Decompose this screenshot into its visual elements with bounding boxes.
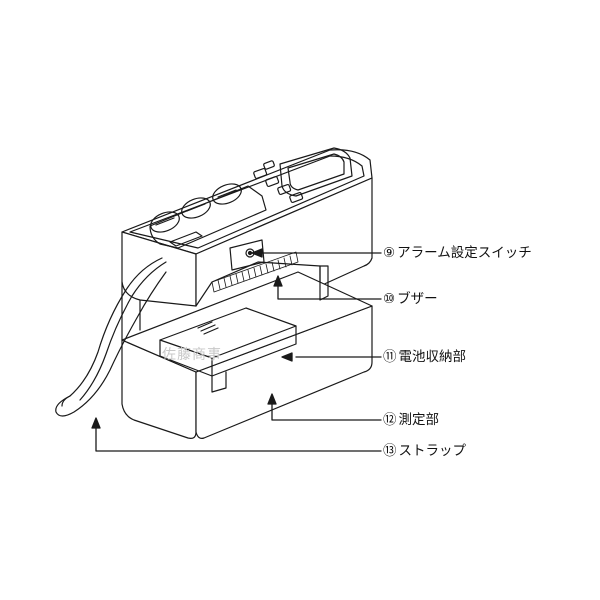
upper-housing	[121, 149, 373, 307]
strap	[55, 257, 167, 417]
callout-number: ⑬	[383, 443, 397, 459]
callout-number: ⑫	[383, 412, 397, 428]
callout-label: アラーム設定スイッチ	[397, 245, 532, 261]
buzzer-grille	[211, 251, 299, 293]
callout-label: 電池収納部	[398, 349, 467, 365]
callout-label: 測定部	[398, 412, 440, 428]
control-panel	[149, 183, 267, 249]
callout-number: ⑩	[383, 291, 396, 307]
callout-number: ⑪	[383, 349, 397, 365]
alarm-switch-recess	[229, 239, 265, 271]
control-buttons	[253, 160, 304, 203]
callout-label: ストラップ	[398, 443, 467, 459]
lcd-display	[279, 147, 353, 197]
callout-number: ⑨	[383, 245, 396, 261]
watermark-text: 佐藤商事	[162, 347, 222, 363]
callout-label: ブザー	[397, 291, 438, 307]
leader-lines	[91, 248, 382, 452]
battery-lid	[159, 307, 297, 393]
